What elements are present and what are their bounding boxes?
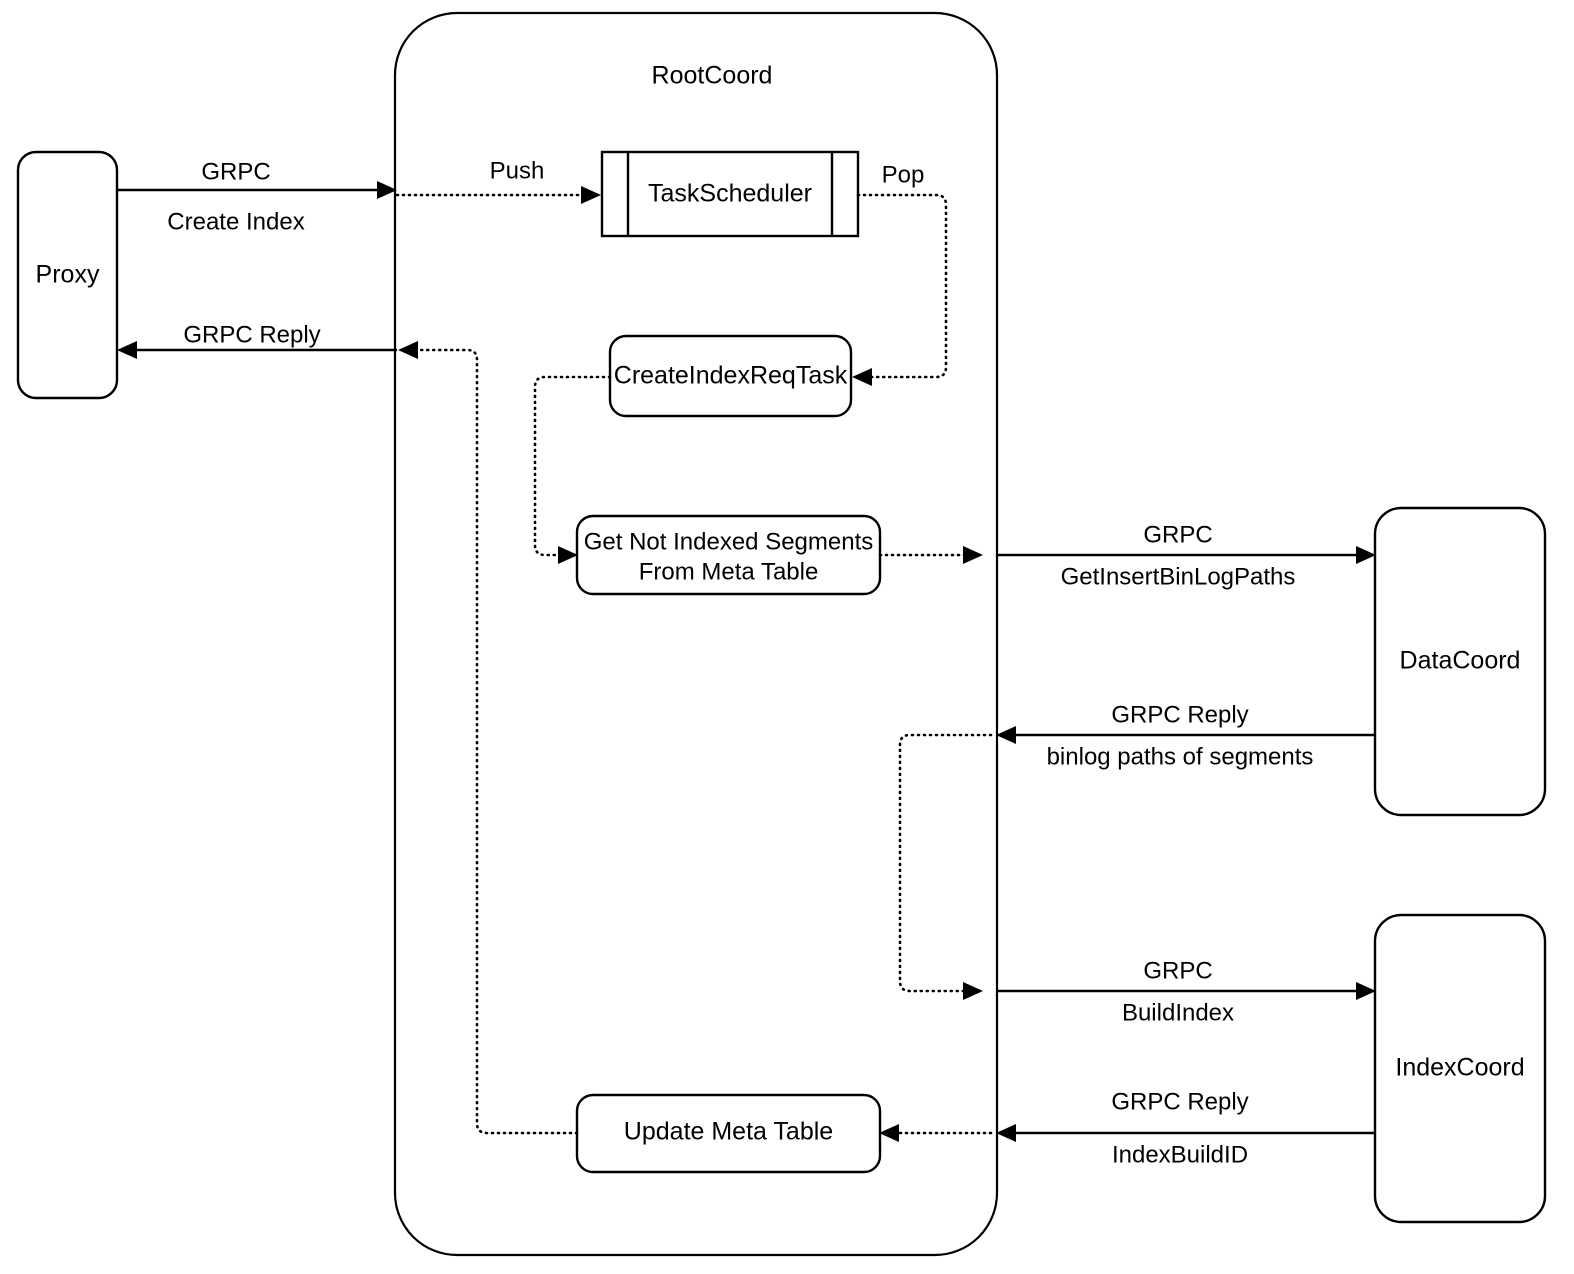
edge-push-arrowhead xyxy=(581,186,601,204)
edge-get-segments-to-boundary xyxy=(878,546,983,564)
edge-proxy-to-rootcoord-label-2: Create Index xyxy=(167,208,304,235)
datacoord-box xyxy=(1373,506,1547,817)
edge-indexcoord-to-rootcoord: GRPC Reply IndexBuildID xyxy=(996,1088,1375,1168)
update-meta-table-label: Update Meta Table xyxy=(624,1118,833,1146)
edge-indexcoord-to-rootcoord-arrowhead xyxy=(996,1124,1016,1142)
edge-rootcoord-to-indexcoord-label-1: GRPC xyxy=(1143,957,1212,984)
datacoord-label: DataCoord xyxy=(1400,647,1521,675)
edge-pop: Pop xyxy=(852,161,948,386)
edge-rootcoord-to-proxy-label-1: GRPC Reply xyxy=(183,321,320,348)
get-not-indexed-segments-label-line1: Get Not Indexed Segments xyxy=(584,528,874,555)
edge-pop-arrowhead xyxy=(852,368,872,386)
indexcoord-box xyxy=(1373,913,1547,1224)
get-not-indexed-segments-label-line2: From Meta Table xyxy=(639,558,819,585)
edge-datacoord-to-rootcoord-label-1: GRPC Reply xyxy=(1111,701,1248,728)
edge-push-label: Push xyxy=(490,157,545,184)
rootcoord-label: RootCoord xyxy=(652,62,773,90)
edge-pop-line xyxy=(856,193,948,379)
node-task-scheduler[interactable]: TaskScheduler xyxy=(600,150,860,238)
edge-datacoord-to-rootcoord-arrowhead xyxy=(996,726,1016,744)
edge-rootcoord-to-datacoord-label-1: GRPC xyxy=(1143,521,1212,548)
node-update-meta-table[interactable]: Update Meta Table xyxy=(575,1093,882,1174)
edge-rootcoord-to-indexcoord: GRPC BuildIndex xyxy=(997,957,1376,1026)
edge-pop-label: Pop xyxy=(882,161,925,188)
edge-proxy-to-rootcoord-label-1: GRPC xyxy=(201,158,270,185)
edge-rootcoord-to-datacoord-label-2: GetInsertBinLogPaths xyxy=(1061,563,1296,590)
edge-boundary-to-update-meta-table xyxy=(879,1124,993,1142)
edge-task-to-get-segments-arrowhead xyxy=(558,546,578,564)
edge-get-segments-to-boundary-arrowhead xyxy=(963,546,983,564)
node-create-index-req-task[interactable]: CreateIndexReqTask xyxy=(608,334,853,418)
edge-indexcoord-to-rootcoord-label-1: GRPC Reply xyxy=(1111,1088,1248,1115)
node-datacoord[interactable]: DataCoord xyxy=(1373,506,1547,817)
edge-proxy-to-rootcoord-arrowhead xyxy=(377,181,397,199)
edge-update-meta-table-to-boundary-arrowhead xyxy=(398,341,418,359)
edge-rootcoord-to-proxy: GRPC Reply xyxy=(117,321,397,359)
edge-task-to-get-segments-line xyxy=(533,375,612,557)
create-index-req-task-label: CreateIndexReqTask xyxy=(614,362,848,390)
task-scheduler-box xyxy=(600,150,860,238)
edge-binlog-to-buildindex-loop xyxy=(898,733,993,1000)
edge-datacoord-to-rootcoord: GRPC Reply binlog paths of segments xyxy=(996,701,1375,770)
rootcoord-boundary xyxy=(393,11,999,1257)
proxy-label: Proxy xyxy=(36,261,100,289)
edge-push: Push xyxy=(395,157,601,204)
edge-proxy-to-rootcoord: GRPC Create Index xyxy=(117,158,397,235)
edge-rootcoord-to-datacoord: GRPC GetInsertBinLogPaths xyxy=(997,521,1376,590)
proxy-box xyxy=(16,150,119,400)
edge-update-meta-table-to-boundary-line xyxy=(415,348,579,1135)
edge-indexcoord-to-rootcoord-label-2: IndexBuildID xyxy=(1112,1141,1248,1168)
node-get-not-indexed-segments[interactable]: Get Not Indexed Segments From Meta Table xyxy=(575,514,882,596)
edge-task-to-get-segments xyxy=(533,375,612,564)
task-scheduler-label: TaskScheduler xyxy=(648,180,812,208)
edge-rootcoord-to-proxy-arrowhead xyxy=(117,341,137,359)
edge-boundary-to-update-meta-table-arrowhead xyxy=(879,1124,899,1142)
edge-datacoord-to-rootcoord-label-2: binlog paths of segments xyxy=(1047,743,1314,770)
edge-rootcoord-to-indexcoord-arrowhead xyxy=(1356,982,1376,1000)
edge-rootcoord-to-datacoord-arrowhead xyxy=(1356,546,1376,564)
rootcoord-container[interactable]: RootCoord xyxy=(393,11,999,1257)
edge-binlog-to-buildindex-loop-line xyxy=(898,733,993,993)
edge-rootcoord-to-indexcoord-label-2: BuildIndex xyxy=(1122,999,1234,1026)
indexcoord-label: IndexCoord xyxy=(1395,1054,1524,1082)
node-indexcoord[interactable]: IndexCoord xyxy=(1373,913,1547,1224)
node-proxy[interactable]: Proxy xyxy=(16,150,119,400)
edge-update-meta-table-to-boundary xyxy=(398,341,579,1135)
edge-binlog-to-buildindex-loop-arrowhead xyxy=(963,982,983,1000)
